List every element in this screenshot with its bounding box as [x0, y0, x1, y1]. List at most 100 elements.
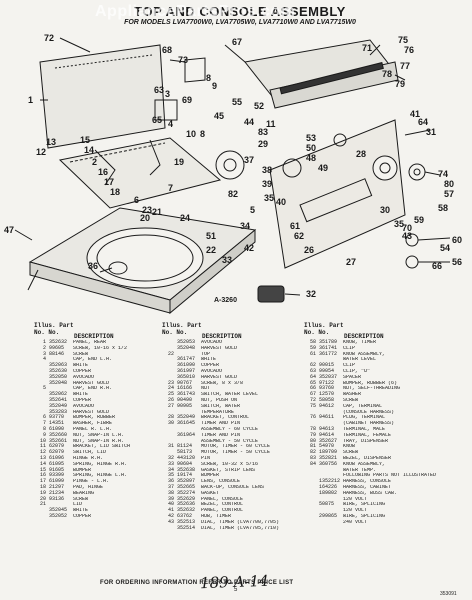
part-no: 352048 [49, 379, 68, 386]
part-no: 62079 [49, 443, 65, 450]
illus-no: 84 [309, 460, 316, 467]
callout: 58 [438, 203, 449, 213]
illus-no: 24 [167, 385, 174, 392]
part-description: AVOCADO [201, 368, 223, 374]
callout: 22 [206, 245, 217, 255]
callout: 67 [232, 37, 243, 47]
part-no: 361997 [177, 367, 196, 374]
callout: 62 [294, 231, 305, 241]
ordering-note: FOR ORDERING INFORMATION REFER TO PARTS … [100, 580, 294, 586]
callout: 75 [398, 35, 409, 45]
table-row: (CABINET HARNESS) [304, 421, 450, 427]
part-description: 240 VOLT [343, 519, 368, 525]
part-no: 164226 [319, 483, 338, 490]
figure-label: A-3260 [214, 297, 237, 304]
part-description: SCREW [343, 397, 359, 403]
column-header-line: Illus. Part [34, 322, 74, 329]
illus-no: 43 [167, 518, 174, 525]
part-no: 352052 [49, 512, 68, 519]
part-no: 352062 [49, 391, 68, 398]
table-row: 120 VOLT [304, 508, 450, 514]
callout: 12 [36, 147, 47, 157]
callout: 43 [402, 231, 413, 241]
part-no: 90767 [177, 379, 193, 386]
part-description: CAP, END L.H. [73, 357, 113, 363]
part-no: 352632 [177, 507, 196, 514]
part-no: 93760 [319, 385, 335, 392]
illus-no: 21 [39, 501, 46, 508]
part-no: 19174 [177, 472, 193, 479]
part-description: PINGE - L.H. [73, 479, 110, 485]
part-no: 12570 [319, 391, 335, 398]
part-no: 352049 [49, 402, 68, 409]
callout: 23 [142, 205, 153, 215]
illus-no: 20 [39, 495, 46, 502]
part-description: WHITE [73, 508, 89, 514]
callout: 50 [306, 143, 317, 153]
part-no: 361743 [177, 391, 196, 398]
part-description: BEZEL, CONTROL [201, 502, 244, 508]
illus-no: 63 [309, 367, 316, 374]
part-no: 352037 [319, 373, 338, 380]
part-description: COPPER [73, 397, 92, 403]
part-description: WATER TEMP. [343, 467, 377, 473]
part-no: 61099 [49, 478, 65, 485]
part-description: TIMER AND PIN [201, 432, 241, 438]
callout: 66 [432, 261, 443, 271]
page-title: TOP AND CONSOLE ASSEMBLY [134, 4, 346, 19]
part-description: WHITE [73, 363, 89, 369]
part-no: 14351 [49, 420, 65, 427]
part-no: 443120 [177, 454, 196, 461]
part-no: 81124 [177, 443, 193, 450]
page-number: 5 [234, 587, 238, 593]
callout: 9 [212, 81, 218, 91]
callout: 40 [276, 197, 287, 207]
callout: 20 [140, 213, 151, 223]
part-description: HARNESS, CABINET [343, 484, 392, 490]
callout: 65 [152, 115, 163, 125]
part-description: WATER LEVEL [343, 357, 377, 363]
part-description: SCREW [343, 450, 359, 456]
illus-no: 26 [167, 396, 174, 403]
illus-no: 9 [42, 431, 46, 438]
part-description: NUT, PUSH ON [201, 397, 238, 403]
part-no: 16166 [177, 385, 193, 392]
part-description: BUMPER, RUBBER (6) [343, 380, 398, 386]
part-description: KNOB ASSEMBLY, [343, 351, 386, 357]
part-description: PANEL, CONTROL [201, 508, 244, 514]
part-description: CLIP [343, 363, 356, 369]
illus-no: 59 [309, 344, 316, 351]
part-description: TOP [201, 351, 211, 357]
part-description: WIRE, SPLICING [343, 513, 386, 519]
part-no: 361645 [177, 420, 196, 427]
description-header: DESCRIPTION [74, 333, 114, 340]
callout: 7 [168, 183, 174, 193]
part-description: CAP, TERMINAL [343, 403, 383, 409]
callout: 8 [200, 129, 206, 139]
callout: 24 [180, 213, 191, 223]
column-header-line: Illus. Part [304, 322, 344, 329]
callout: 18 [110, 187, 121, 197]
part-no: 352641 [49, 396, 68, 403]
